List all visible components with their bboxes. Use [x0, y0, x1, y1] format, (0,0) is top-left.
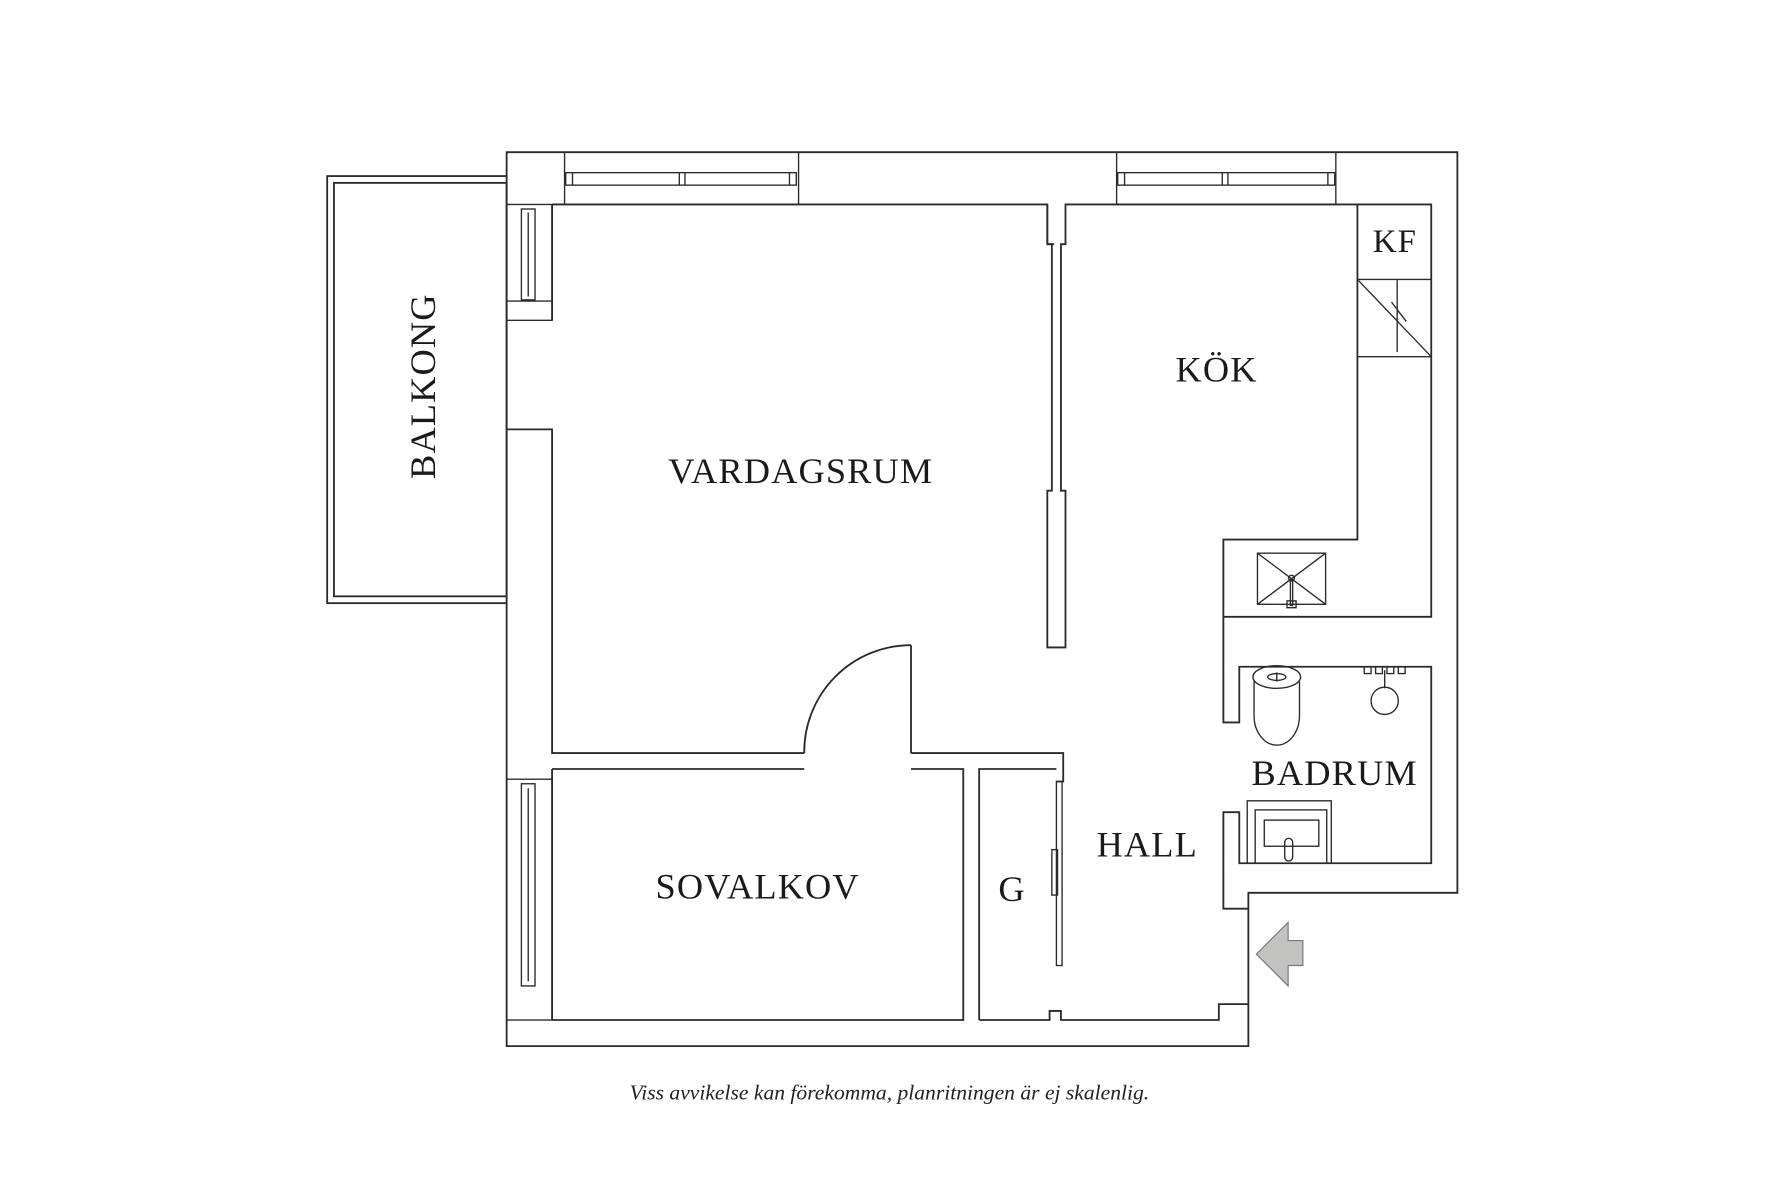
room-label-sovalkov: SOVALKOV: [656, 866, 860, 906]
entrance-arrow-icon: [1255, 920, 1304, 988]
room-label-g: G: [998, 869, 1025, 909]
window-vardagsrum-top: [563, 151, 800, 206]
room-label-vardagsrum: VARDAGSRUM: [668, 451, 933, 491]
bathroom-sink-icon: [1246, 800, 1332, 864]
fridge-door-icon: [1358, 279, 1432, 358]
door-swing: [803, 644, 912, 754]
outer-wall: [505, 151, 1459, 1048]
disclaimer-note: Viss avvikelse kan förekomma, planritnin…: [630, 1081, 1150, 1105]
interior-walls: [506, 203, 1433, 1021]
window-sovalkov-left: [505, 778, 553, 1021]
room-label-hall: HALL: [1097, 824, 1198, 864]
washbasin-icon: [1363, 666, 1406, 716]
closet-sliding-door: [1051, 780, 1063, 967]
toilet-icon: [1252, 664, 1302, 746]
room-label-kok: KÖK: [1176, 350, 1258, 390]
room-label-balkong: BALKONG: [403, 293, 443, 479]
window-vardagsrum-left: [505, 203, 553, 322]
room-label-badrum: BADRUM: [1252, 753, 1418, 793]
stove-icon: [1256, 552, 1327, 609]
window-kok-top: [1115, 151, 1337, 206]
room-label-kf: KF: [1373, 224, 1417, 260]
balcony: [326, 175, 508, 605]
